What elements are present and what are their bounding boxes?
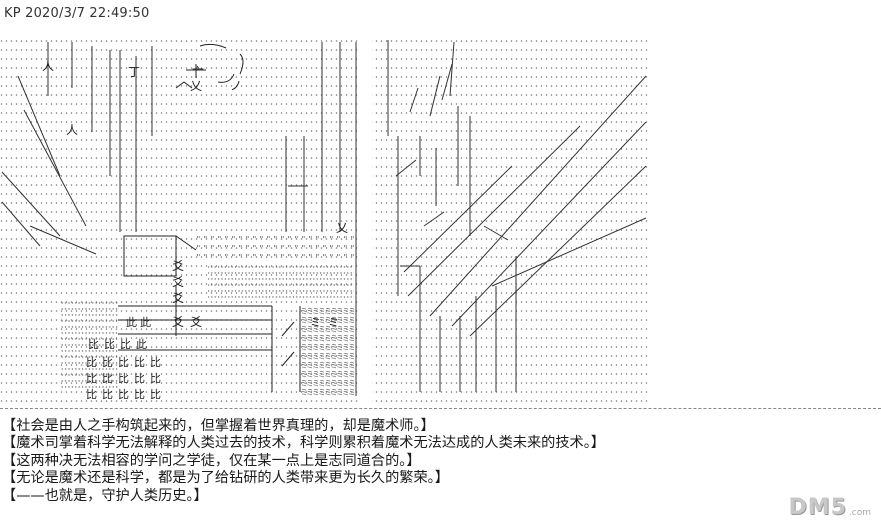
hatch-region-left <box>60 298 118 392</box>
hatch-region-right <box>302 306 354 396</box>
svg-text:比: 比 <box>88 338 99 351</box>
svg-text:此: 此 <box>126 316 137 329</box>
character-figure <box>118 43 301 392</box>
svg-text:ノ: ノ <box>230 79 242 93</box>
watermark-sub: .com <box>848 508 871 518</box>
svg-text:比: 比 <box>120 338 131 351</box>
caption-line-1: 【社会是由人之手构筑起来的，但掌握着世界真理的，却是魔术师。】 <box>2 418 435 434</box>
svg-text:比: 比 <box>102 388 113 401</box>
svg-text:乂: 乂 <box>190 79 202 93</box>
svg-text:此: 此 <box>140 316 151 329</box>
art-glyphs: 人 丁 亠 乂 ノ 人 爻 爻 爻 爻 爻 此 此 比 比 比 此 比 比 比 … <box>42 59 348 401</box>
svg-text:比: 比 <box>118 356 129 369</box>
ascii-art-illustration: ミ " <box>0 40 648 402</box>
left-structure-lines <box>47 42 357 396</box>
right-panel-dots <box>372 40 648 402</box>
hatch-region-mid <box>208 264 354 300</box>
section-divider <box>0 408 881 409</box>
svg-text:比: 比 <box>102 356 113 369</box>
svg-text:乂: 乂 <box>336 221 348 235</box>
svg-text:比: 比 <box>134 372 145 385</box>
watermark-main: DM5 <box>788 495 847 520</box>
svg-text:比: 比 <box>150 356 161 369</box>
hatch-region-upper <box>196 232 354 262</box>
svg-text:比: 比 <box>86 388 97 401</box>
poster-name: KP <box>4 6 21 21</box>
svg-text:比: 比 <box>86 372 97 385</box>
svg-text:人: 人 <box>42 59 54 73</box>
svg-text:爻: 爻 <box>172 315 184 329</box>
post-header: KP 2020/3/7 22:49:50 <box>4 6 149 21</box>
right-diagonal-lines <box>387 40 647 392</box>
svg-text:ミ: ミ <box>328 316 339 329</box>
svg-text:人: 人 <box>66 123 78 137</box>
svg-text:此: 此 <box>136 338 147 351</box>
svg-text:爻: 爻 <box>190 315 202 329</box>
caption-line-5: 【——也就是，守护人类历史。】 <box>2 487 208 504</box>
caption-text: 【社会是由人之手构筑起来的，但掌握着世界真理的，却是魔术师。】 【魔术司掌着科学… <box>2 418 822 505</box>
svg-text:比: 比 <box>150 388 161 401</box>
svg-text:比: 比 <box>134 388 145 401</box>
svg-text:比: 比 <box>104 338 115 351</box>
left-diagonal-lines <box>1 75 97 255</box>
caption-line-2: 【魔术司掌着科学无法解释的人类过去的技术，科学则累积着魔术无法达成的人类未来的技… <box>2 435 605 452</box>
caption-line-4: 【无论是魔术还是科学，都是为了给钻研的人类带来更为长久的繁荣。】 <box>2 470 449 487</box>
svg-text:爻: 爻 <box>172 275 184 289</box>
svg-text:比: 比 <box>86 356 97 369</box>
svg-text:比: 比 <box>134 356 145 369</box>
svg-text:爻: 爻 <box>172 259 184 273</box>
caption-line-3: 【这两种决无法相容的学问之学徒，仅在某一点上是志同道合的。】 <box>2 452 421 469</box>
post-timestamp: 2020/3/7 22:49:50 <box>25 6 150 21</box>
svg-text:ミ: ミ <box>310 316 321 329</box>
svg-text:比: 比 <box>118 372 129 385</box>
svg-text:比: 比 <box>102 372 113 385</box>
svg-text:丁: 丁 <box>128 65 140 79</box>
svg-text:爻: 爻 <box>172 291 184 305</box>
svg-text:比: 比 <box>150 372 161 385</box>
svg-text:亠: 亠 <box>192 65 204 79</box>
svg-text:比: 比 <box>118 388 129 401</box>
site-watermark-logo: DM5 .com <box>788 495 871 519</box>
